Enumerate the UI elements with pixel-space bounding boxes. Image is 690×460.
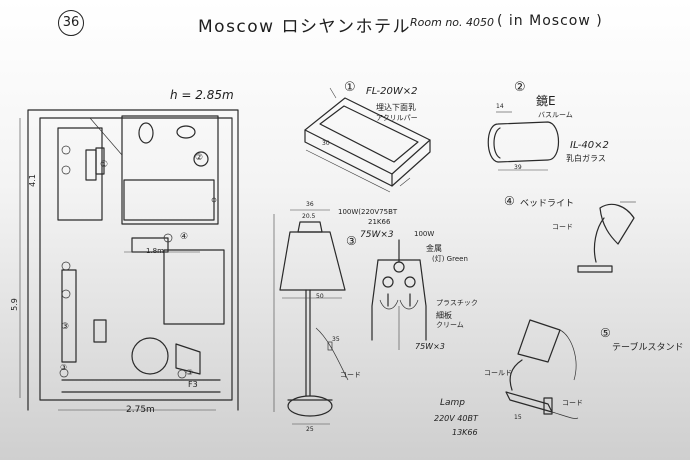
fixture-3-board: 細板 <box>436 311 452 320</box>
location-note: ( in Moscow ) <box>497 13 603 29</box>
fixture-3-cord: コード <box>340 371 361 379</box>
hotel-title: Moscow ロシヤンホテル <box>198 17 411 37</box>
fixture-3-lamp-label: Lamp <box>440 398 466 408</box>
fixture-5-cord: コード <box>562 399 583 407</box>
ceiling-height: h = 2.85m <box>170 88 234 102</box>
fixture-2-sub: バスルーム <box>538 111 573 119</box>
page-number: 36 <box>62 15 80 30</box>
fixture-3-cluster <box>371 239 427 350</box>
fixture-3-bulb2: 21K66 <box>368 218 391 226</box>
plan-key-3c: ③ <box>60 363 68 372</box>
fixture-2-title: 鏡E <box>536 94 556 108</box>
fixture-1-drawing <box>304 87 431 193</box>
fixture-2-dim-b: 39 <box>514 164 522 171</box>
plan-key-3b: ③ <box>186 368 194 377</box>
fixture-1-note-2: アクリルパー <box>376 114 418 122</box>
fixture-3-plastic: プラスチック <box>436 299 478 307</box>
fixture-3-bottom: 75W×3 <box>415 342 445 351</box>
fixture-3-floor-lamp <box>273 209 349 425</box>
fixture-4-bedlight <box>577 201 636 273</box>
room-number: Room no. 4050 <box>410 16 495 29</box>
fixture-5-dim: 15 <box>514 414 522 421</box>
fixture-5-number: ⑤ <box>600 326 611 340</box>
page-number-circle: 36 <box>58 10 84 36</box>
fixture-3-number: ③ <box>346 234 357 248</box>
fixture-3-dim-a: 36 <box>306 201 314 208</box>
fixture-3-lamp-code: 13K66 <box>452 428 478 437</box>
plan-key-2: ② <box>195 153 204 163</box>
fixture-1-dim: 30 <box>322 140 330 147</box>
plan-key-3a: ③ <box>61 322 70 332</box>
plan-width: 2.75m <box>126 405 155 415</box>
plan-key-f3: F3 <box>188 380 198 389</box>
fixture-3-spec: 75W×3 <box>360 230 394 240</box>
fixture-2-number: ② <box>514 80 526 95</box>
fixture-5-cord2: コールド <box>484 369 512 377</box>
fixture-2-dim-a: 14 <box>496 103 504 110</box>
fixture-4-cord: コード <box>552 223 573 231</box>
fixture-3-dim-b: 20.5 <box>302 213 316 220</box>
fixture-1-note-1: 埋込下面乳 <box>376 103 416 112</box>
fixture-3-top-w: 100W <box>414 230 435 238</box>
plan-bath-dim: 1.8m <box>146 247 164 255</box>
plan-key-4: ④ <box>180 232 189 242</box>
fixture-4-number: ④ <box>504 194 515 208</box>
fixture-3-dim-d: 35 <box>332 336 340 343</box>
fixture-2-drawing <box>487 111 559 171</box>
fixture-5-table-stand <box>505 319 579 419</box>
fixture-3-color: (灯) Green <box>432 255 468 263</box>
fixture-2-glass: 乳白ガラス <box>566 154 606 163</box>
fixture-3-lamp-spec: 220V 40BT <box>434 414 478 423</box>
fixture-1-spec: FL-20W×2 <box>366 86 418 97</box>
fixture-3-cream: クリーム <box>436 321 464 329</box>
fixture-4-title: ベッドライト <box>520 199 575 209</box>
fixture-5-title: テーブルスタンド <box>612 343 684 353</box>
plan-key-1: ① <box>100 160 109 170</box>
fixture-3-dim-e: 25 <box>306 426 314 433</box>
fixture-2-spec: IL-40×2 <box>570 140 609 151</box>
fixture-3-bulb: 100W(220V75BT <box>338 208 398 216</box>
fixture-3-dim-c: 50 <box>316 293 324 300</box>
fixture-3-metal: 金属 <box>426 244 442 253</box>
fixture-1-number: ① <box>344 80 356 95</box>
